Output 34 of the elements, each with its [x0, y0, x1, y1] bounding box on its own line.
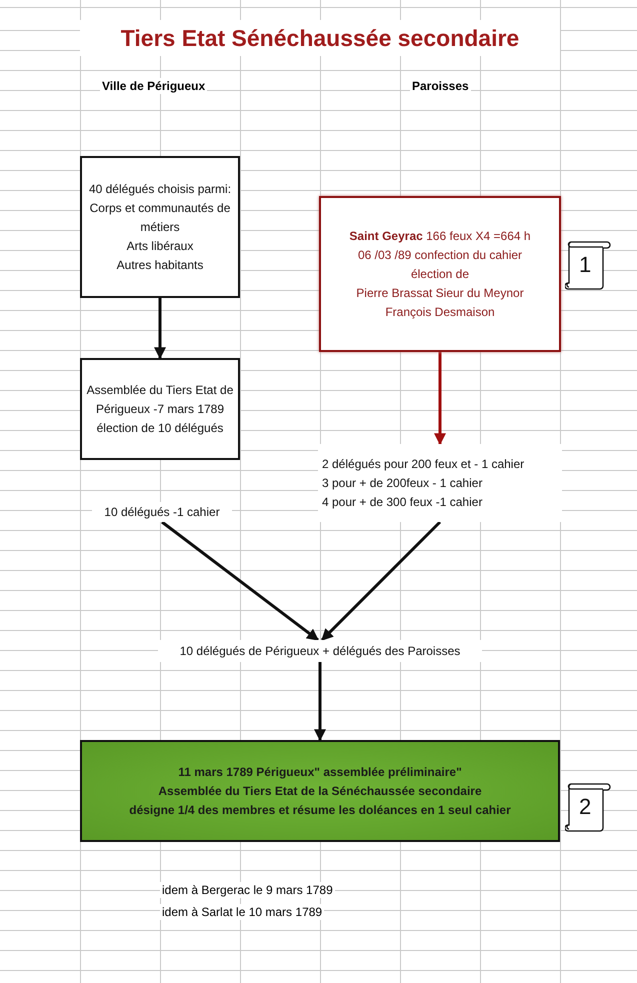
box-text: François Desmaison — [385, 304, 495, 320]
arrow — [154, 298, 166, 360]
callout-number: 2 — [579, 794, 592, 820]
box-text: élection de 10 délégués — [96, 420, 224, 436]
process-box — [80, 358, 240, 460]
arrow — [314, 662, 326, 742]
process-box — [319, 196, 561, 352]
box-text: Arts libéraux — [126, 238, 194, 254]
box-text: désigne 1/4 des membres et résume les doléances en 1 seul cahier — [129, 802, 511, 818]
arrow — [434, 352, 446, 446]
box-text: 11 mars 1789 Périgueux" assemblée préliminaire" — [178, 764, 462, 780]
arrow — [320, 520, 442, 642]
text-label: 10 délégués -1 cahier — [104, 504, 220, 520]
column-header: Paroisses — [410, 78, 471, 94]
box-text: 06 /03 /89 confection du cahier — [358, 246, 522, 264]
box-text: 40 délégués choisis parmi: — [88, 180, 232, 198]
note-text: idem à Bergerac le 9 mars 1789 — [160, 882, 335, 898]
text-label: 3 pour + de 200feux - 1 cahier — [322, 474, 482, 492]
box-text: Corps et communautés de métiers — [88, 200, 232, 236]
text-label: 10 délégués de Périgueux + délégués des Paroisses — [180, 642, 460, 660]
diagram-title: Tiers Etat Sénéchaussée secondaire — [80, 20, 560, 56]
box-text: Saint Geyrac 166 feux X4 =664 h — [349, 228, 531, 244]
process-box — [80, 740, 560, 842]
column-header: Ville de Périgueux — [100, 78, 208, 94]
callout-number: 1 — [579, 252, 592, 278]
text-label: 2 délégués pour 200 feux et - 1 cahier — [322, 456, 524, 472]
box-text: Assemblée du Tiers Etat de la Sénéchaussée secondaire — [158, 782, 482, 800]
box-text: Pierre Brassat Sieur du Meynor — [356, 284, 524, 302]
process-box — [80, 156, 240, 298]
box-text: Autres habitants — [116, 256, 204, 274]
box-text: élection de — [410, 266, 470, 282]
arrow — [161, 520, 319, 642]
note-text: idem à Sarlat le 10 mars 1789 — [160, 904, 324, 920]
text-label: 4 pour + de 300 feux -1 cahier — [322, 494, 482, 510]
